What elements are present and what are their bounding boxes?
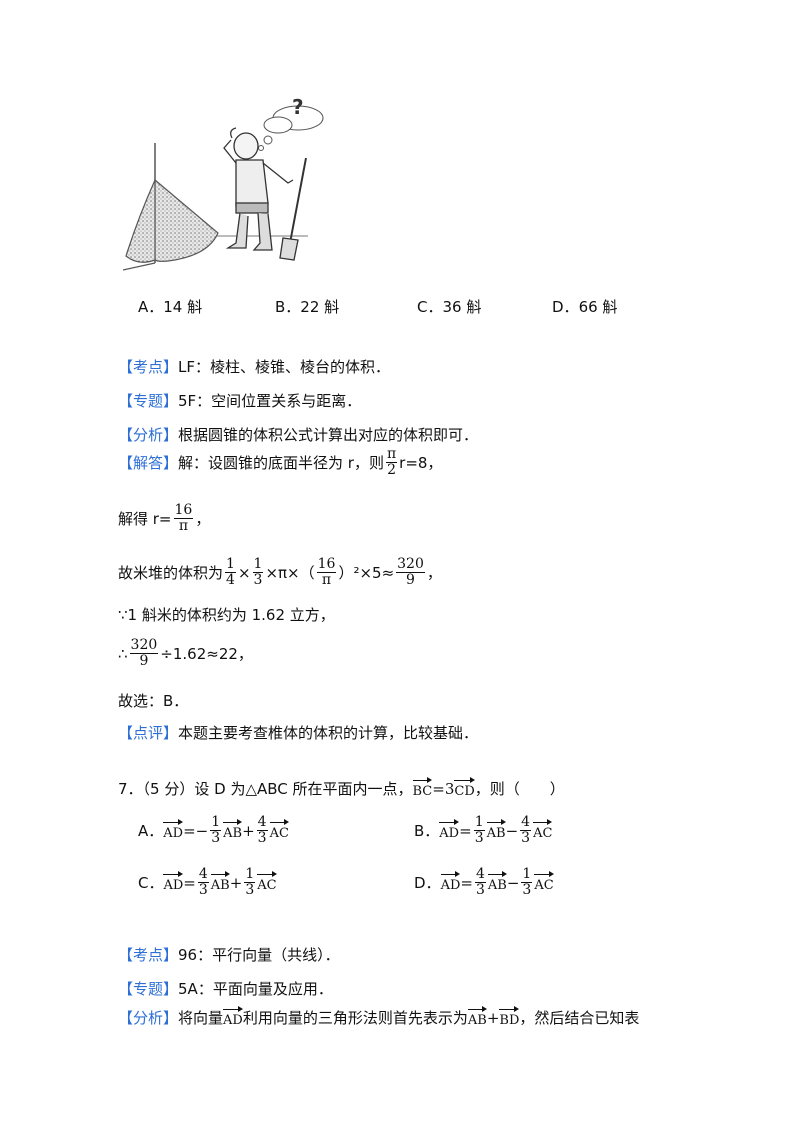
svg-text:?: ? <box>292 95 304 119</box>
q6-option-c[interactable]: C．36 斛 <box>417 298 482 316</box>
vector-ab: AB <box>467 1006 487 1028</box>
q6-fenxi: 【分析】根据圆锥的体积公式计算出对应的体积即可． <box>118 424 478 445</box>
q7-fenxi: 【分析】 将向量 AD 利用向量的三角形法则首先表示为 AB + BD ，然后结… <box>118 1006 640 1028</box>
q7-stem: 7．（5 分）设 D 为△ABC 所在平面内一点， BC =3 CD ，则（ ） <box>118 777 565 799</box>
q6-line6: 故选：B． <box>118 692 189 710</box>
rice-pile-illustration: ? <box>122 95 324 271</box>
thought-bubble-icon: ? <box>258 95 324 151</box>
vector-cd: CD <box>454 777 476 799</box>
q6-kaodian: 【考点】LF：棱柱、棱锥、棱台的体积． <box>118 356 390 377</box>
q6-zhuanti: 【专题】5F：空间位置关系与距离． <box>118 390 361 411</box>
zhuanti-tag: 【专题】 <box>118 392 179 410</box>
fenxi-tag: 【分析】 <box>118 426 179 444</box>
kaodian-text: LF：棱柱、棱锥、棱台的体积． <box>178 358 391 376</box>
vector-ad: AD <box>223 1006 243 1028</box>
zhuanti-text: 5F：空间位置关系与距离． <box>178 392 362 410</box>
dianping-text: 本题主要考查椎体的体积的计算，比较基础． <box>178 724 479 742</box>
cone-shape <box>154 178 219 262</box>
jieda-text-2: r=8， <box>399 454 443 472</box>
q6-options: A．14 斛 B．22 斛 C．36 斛 D．66 斛 <box>138 296 658 318</box>
q6-option-a[interactable]: A．14 斛 <box>138 298 203 316</box>
man-figure <box>223 127 307 261</box>
q6-option-d[interactable]: D．66 斛 <box>552 298 618 316</box>
q6-dianping: 【点评】本题主要考查椎体的体积的计算，比较基础． <box>118 722 478 743</box>
vector-bd: BD <box>499 1006 519 1028</box>
q7-kaodian: 【考点】96：平行向量（共线）． <box>118 946 340 964</box>
jieda-text-1: 解：设圆锥的底面半径为 r，则 <box>178 454 384 472</box>
dianping-tag: 【点评】 <box>118 724 179 742</box>
q6-line4: ∵1 斛米的体积约为 1.62 立方， <box>118 606 335 624</box>
fenxi-text: 根据圆锥的体积公式计算出对应的体积即可． <box>178 426 479 444</box>
q7-zhuanti: 【专题】5A：平面向量及应用． <box>118 980 333 998</box>
q6-option-b[interactable]: B．22 斛 <box>275 298 340 316</box>
kaodian-tag: 【考点】 <box>118 358 179 376</box>
jieda-tag: 【解答】 <box>118 454 179 472</box>
vector-bc: BC <box>412 777 432 799</box>
